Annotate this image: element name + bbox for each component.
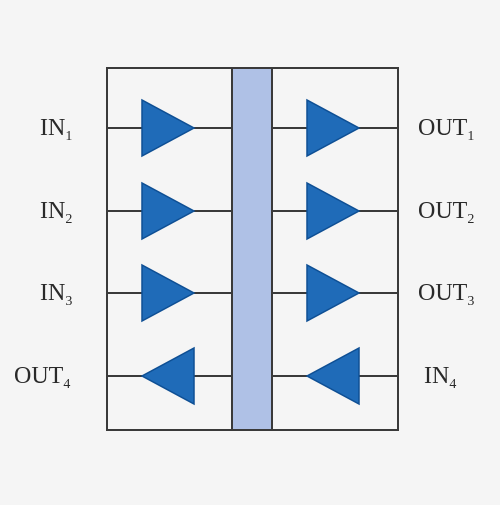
label-base: IN	[40, 115, 66, 141]
label-base: IN	[424, 363, 450, 389]
label-subscript: 2	[65, 212, 73, 227]
isolation-barrier	[231, 67, 273, 431]
buffer-triangle-icon	[141, 263, 196, 323]
label-subscript: 3	[467, 294, 475, 309]
label-base: IN	[40, 198, 66, 224]
label-subscript: 2	[467, 212, 475, 227]
label-subscript: 4	[63, 377, 71, 392]
channels-layer	[107, 98, 398, 406]
label-out-3: OUT3	[418, 281, 474, 309]
label-in-2: IN2	[40, 199, 72, 227]
label-in-3: IN3	[40, 281, 72, 309]
buffer-triangle-icon	[306, 263, 361, 323]
label-in-1: IN1	[40, 116, 72, 144]
label-subscript: 1	[65, 129, 73, 144]
label-base: OUT	[418, 198, 468, 224]
buffer-triangle-icon	[306, 98, 361, 158]
label-subscript: 4	[449, 377, 457, 392]
buffer-triangle-icon	[141, 98, 196, 158]
label-out-2: OUT2	[418, 199, 474, 227]
label-out-1: OUT1	[418, 116, 474, 144]
label-in-4: IN4	[424, 364, 456, 392]
label-base: IN	[40, 280, 66, 306]
buffer-triangle-icon	[141, 181, 196, 241]
label-subscript: 3	[65, 294, 73, 309]
label-base: OUT	[418, 280, 468, 306]
buffer-triangle-icon	[140, 346, 195, 406]
label-subscript: 1	[467, 129, 475, 144]
label-base: OUT	[418, 115, 468, 141]
label-base: OUT	[14, 363, 64, 389]
buffer-triangle-icon	[306, 181, 361, 241]
buffer-triangle-icon	[305, 346, 360, 406]
label-out-4: OUT4	[14, 364, 70, 392]
